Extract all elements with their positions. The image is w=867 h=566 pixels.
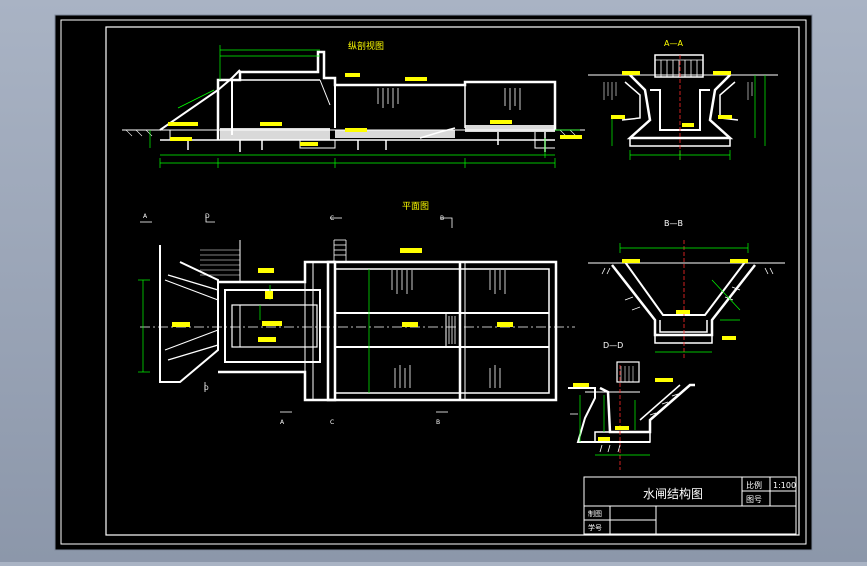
plan-view: A D C B D A C B 平面图 [138,201,578,426]
section-dd: D—D [568,341,695,470]
longitudinal-title: 纵剖视图 [348,40,384,52]
plan-mark-c-top: C [330,215,334,222]
outer-frame [54,14,813,551]
plan-mark-a-bottom: A [280,419,285,426]
title-block [583,476,797,535]
sheet-border [60,19,807,545]
plan-mark-a-top: A [143,213,148,220]
title-block-student-id-label: 学号 [588,523,602,532]
plan-mark-d-top: D [205,213,210,220]
plan-mark-b-top: B [440,215,444,222]
section-bb: B—B [588,219,785,360]
section-dd-title: D—D [603,341,623,350]
title-block-drawing-title: 水闸结构图 [643,486,703,501]
section-aa-title: A—A [664,39,683,48]
title-block-scale-value: 1:100 [773,481,796,490]
drawing-border [105,26,800,536]
plan-mark-d-bottom: D [204,385,209,392]
plan-view-title: 平面图 [402,201,429,212]
longitudinal-section: 纵剖视图 [122,40,585,168]
plan-mark-b-bottom: B [436,419,440,426]
title-block-drawn-by-label: 制图 [588,509,602,518]
title-block-scale-label: 比例 [746,480,762,490]
title-block-sheet-label: 图号 [746,495,762,504]
section-bb-title: B—B [664,219,683,228]
plan-mark-c-bottom: C [330,419,334,426]
section-aa: A—A [588,39,778,160]
